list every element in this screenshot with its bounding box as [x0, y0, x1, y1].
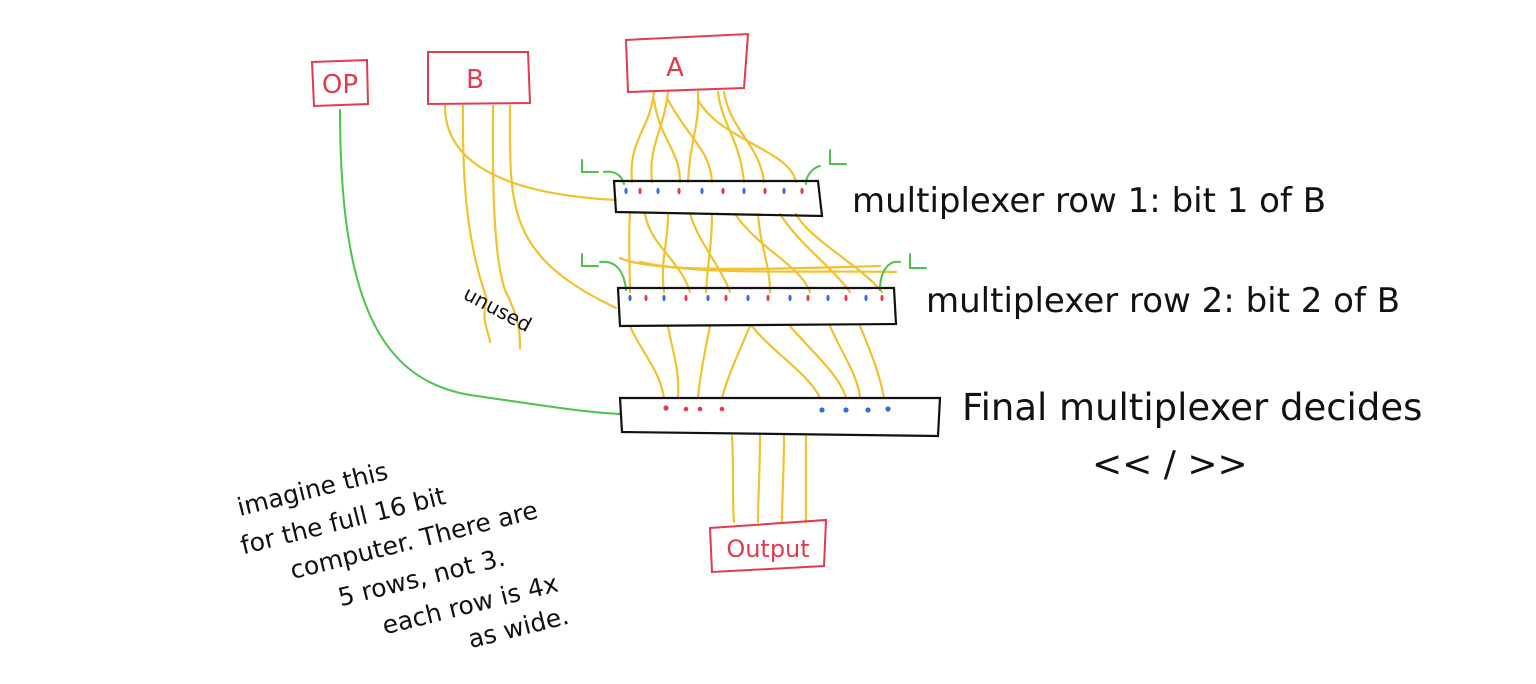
row2-annotation: multiplexer row 2: bit 2 of B [926, 281, 1400, 321]
op-box: OP [310, 58, 370, 108]
unused-label: unused [460, 281, 536, 337]
mux-row-1 [612, 179, 824, 218]
a-label: A [666, 53, 684, 83]
final-mux-dots [663, 405, 891, 413]
b-label: B [466, 65, 484, 95]
mux-row-2 [616, 286, 898, 328]
final-annotation-ops: << / >> [1092, 444, 1248, 485]
output-label: Output [726, 535, 809, 563]
handwritten-note: imagine this for the full 16 bit compute… [234, 456, 572, 654]
mux-row-1-dots [624, 187, 804, 195]
final-annotation: Final multiplexer decides [962, 386, 1422, 429]
mux-row-2-dots [628, 294, 884, 302]
row1-annotation: multiplexer row 1: bit 1 of B [852, 181, 1326, 221]
b-box: B [427, 51, 532, 106]
data-wires [443, 90, 898, 524]
a-box: A [624, 32, 750, 94]
final-mux [618, 396, 942, 438]
output-box: Output [708, 518, 828, 574]
op-label: OP [322, 70, 358, 100]
